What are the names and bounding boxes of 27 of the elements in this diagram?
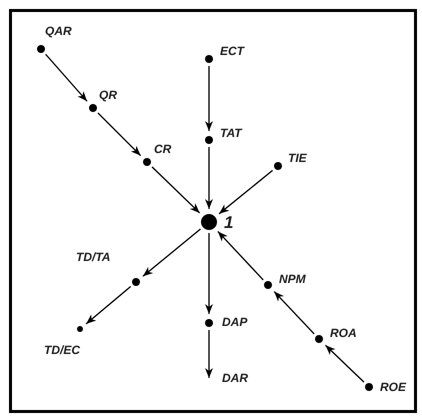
node-label: ECT bbox=[220, 44, 244, 58]
node-label: TD/TA bbox=[76, 250, 110, 264]
arrow bbox=[98, 112, 142, 156]
node-label: NPM bbox=[279, 272, 306, 286]
arrow bbox=[205, 330, 213, 378]
arrow bbox=[274, 291, 315, 334]
node-label: ROA bbox=[330, 326, 357, 340]
arrow bbox=[325, 344, 364, 383]
node-label: 1 bbox=[224, 213, 234, 232]
arrow bbox=[205, 233, 213, 314]
node-label: TIE bbox=[288, 151, 307, 165]
node-label: TAT bbox=[220, 126, 242, 140]
arrow bbox=[86, 286, 132, 324]
arrow bbox=[217, 231, 264, 280]
node-label: CR bbox=[154, 142, 172, 156]
arrow bbox=[45, 54, 88, 102]
arrow bbox=[142, 228, 201, 277]
node-label: TD/EC bbox=[44, 343, 80, 357]
node-label: DAP bbox=[222, 315, 248, 329]
arrow bbox=[152, 166, 200, 214]
node-label: DAR bbox=[222, 371, 248, 385]
node-label: ROE bbox=[380, 380, 406, 394]
node-label: QR bbox=[99, 88, 117, 102]
arrow bbox=[218, 170, 273, 214]
arrow bbox=[205, 147, 213, 209]
node-label: QAR bbox=[45, 24, 72, 38]
arrow bbox=[205, 66, 213, 131]
